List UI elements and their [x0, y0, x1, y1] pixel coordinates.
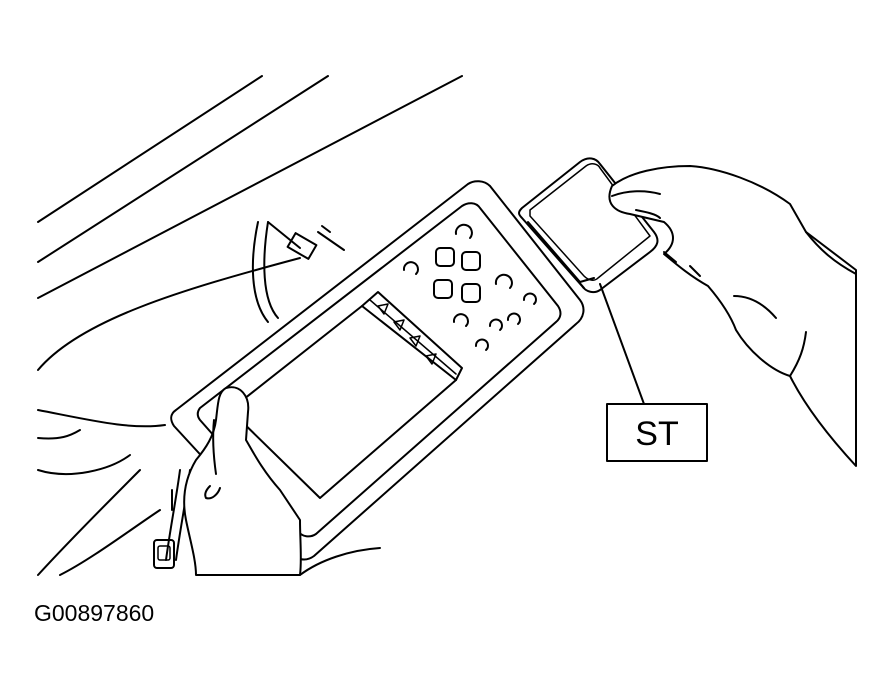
st-callout: ST — [599, 283, 708, 462]
button-icon — [435, 247, 455, 267]
button-icon — [433, 279, 453, 299]
st-label: ST — [635, 415, 678, 453]
button-icon — [507, 312, 521, 325]
button-icon — [454, 223, 473, 239]
triangle-icon — [393, 319, 405, 331]
left-hand — [183, 386, 381, 576]
st-label-box — [606, 403, 708, 462]
st-card — [518, 157, 659, 294]
triangle-icon — [425, 353, 437, 365]
tester-buttons — [402, 223, 537, 351]
button-icon — [494, 273, 513, 289]
triangle-icon — [409, 335, 421, 347]
button-icon — [523, 292, 537, 305]
button-icon — [402, 261, 419, 275]
vehicle-body-lines — [37, 75, 463, 576]
triangle-icon — [377, 303, 389, 315]
figure-id: G00897860 — [34, 600, 155, 626]
button-icon — [475, 338, 489, 351]
button-icon — [489, 318, 503, 331]
right-hand — [608, 165, 857, 467]
button-icon — [461, 251, 481, 271]
tester-screen — [229, 291, 463, 499]
button-icon — [452, 313, 469, 327]
button-icon — [461, 283, 481, 303]
